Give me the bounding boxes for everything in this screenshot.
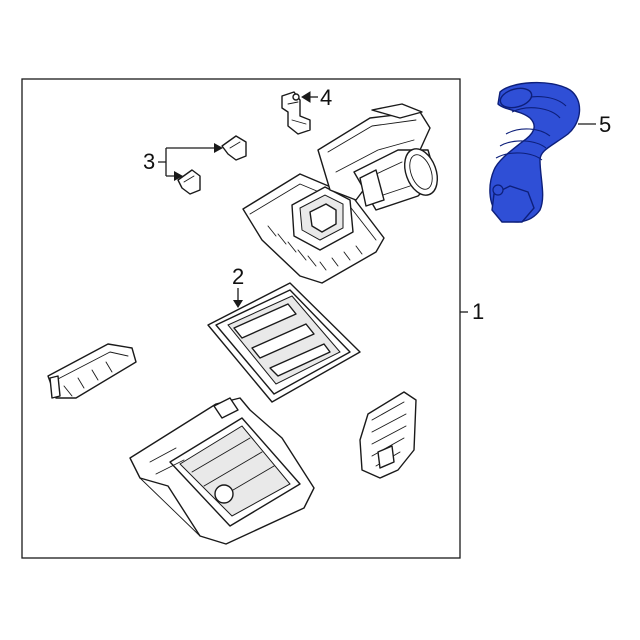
callout-2: 2 xyxy=(232,264,244,289)
air-filter-element[interactable] xyxy=(207,282,361,403)
leader-3 xyxy=(158,147,218,177)
callout-3: 3 xyxy=(143,149,155,174)
arrow-2 xyxy=(233,300,243,308)
clip-lower[interactable] xyxy=(177,169,201,195)
assembly-frame xyxy=(21,78,461,559)
resonator-duct[interactable] xyxy=(47,343,137,399)
callout-5: 5 xyxy=(599,112,611,137)
air-cleaner-lower-housing[interactable] xyxy=(129,397,315,545)
intake-hose-highlighted[interactable] xyxy=(489,81,581,223)
arrow-3b xyxy=(174,171,183,181)
air-cleaner-upper-housing[interactable] xyxy=(242,103,443,284)
clip-upper[interactable] xyxy=(221,135,247,161)
callout-4: 4 xyxy=(320,85,332,110)
callout-1: 1 xyxy=(472,299,484,324)
air-duct-bracket[interactable] xyxy=(359,391,417,479)
mass-airflow-sensor[interactable] xyxy=(281,91,311,135)
arrow-3a xyxy=(214,143,223,153)
